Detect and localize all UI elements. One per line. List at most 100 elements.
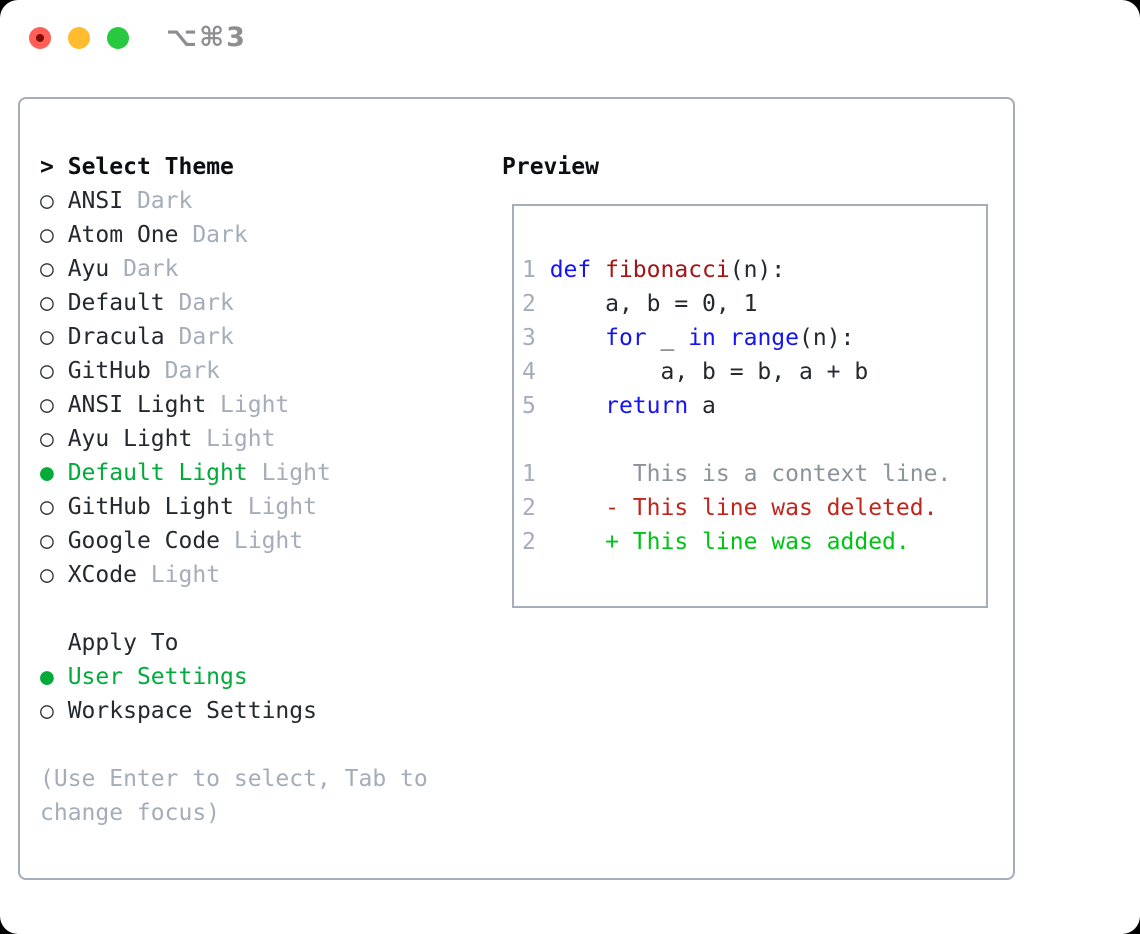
radio-icon: ○	[40, 562, 68, 588]
code-line: 2 a, b = 0, 1	[522, 287, 986, 321]
theme-variant: Dark	[109, 256, 179, 282]
theme-variant: Dark	[164, 324, 234, 350]
code-segment	[716, 325, 730, 351]
line-number: 2	[522, 495, 550, 521]
apply-to-option[interactable]: ○ Workspace Settings	[40, 694, 428, 728]
code-segment: a	[688, 393, 716, 419]
theme-option[interactable]: ○ XCode Light	[40, 558, 428, 592]
code-segment	[550, 393, 605, 419]
code-segment: (n):	[729, 257, 786, 283]
code-segment	[591, 257, 605, 283]
theme-name: Default Light	[67, 460, 248, 486]
radio-icon: ○	[40, 188, 68, 214]
code-segment: a, b = 0, 1	[549, 291, 758, 317]
line-number: 2	[522, 529, 550, 555]
code-line: 4 a, b = b, a + b	[522, 355, 986, 389]
code-line: 1 This is a context line.	[522, 457, 986, 491]
theme-variant: Light	[136, 562, 221, 588]
code-segment: - This line was deleted.	[549, 495, 938, 521]
theme-name: XCode	[67, 562, 137, 588]
code-segment: fibonacci	[605, 257, 730, 283]
select-theme-title: Select Theme	[67, 154, 234, 180]
code-line: 2 - This line was deleted.	[522, 491, 986, 525]
spacer	[40, 728, 428, 762]
theme-name: Atom One	[67, 222, 179, 248]
left-column: > Select Theme ○ ANSI Dark○ Atom One Dar…	[40, 150, 428, 830]
line-number: 1	[522, 257, 550, 283]
zoom-button[interactable]	[107, 27, 129, 49]
theme-variant: Light	[220, 528, 304, 554]
theme-picker-panel: > Select Theme ○ ANSI Dark○ Atom One Dar…	[18, 97, 1015, 880]
code-line: 3 for _ in range(n):	[522, 321, 986, 355]
theme-option[interactable]: ● Default Light Light	[40, 456, 428, 490]
select-theme-header: > Select Theme	[40, 150, 428, 184]
close-button[interactable]	[29, 27, 51, 49]
apply-to-option[interactable]: ● User Settings	[40, 660, 428, 694]
theme-variant: Dark	[123, 188, 193, 214]
theme-option[interactable]: ○ Dracula Dark	[40, 320, 428, 354]
radio-icon: ○	[40, 698, 68, 724]
line-number: 2	[522, 291, 550, 317]
theme-variant: Light	[247, 460, 331, 486]
line-number: 1	[522, 461, 550, 487]
theme-option[interactable]: ○ ANSI Light Light	[40, 388, 428, 422]
hint-line-2: change focus)	[40, 800, 221, 826]
theme-name: ANSI	[67, 188, 124, 214]
apply-to-title: Apply To	[67, 630, 179, 656]
minimize-button[interactable]	[68, 27, 90, 49]
radio-icon: ○	[40, 222, 68, 248]
theme-name: Dracula	[67, 324, 165, 350]
code-segment: return	[605, 393, 689, 419]
theme-name: GitHub Light	[67, 494, 234, 520]
code-segment	[550, 325, 605, 351]
radio-icon: ○	[40, 358, 68, 384]
theme-name: Ayu	[67, 256, 110, 282]
theme-name: Google Code	[67, 528, 221, 554]
line-number: 3	[522, 325, 550, 351]
line-number: 5	[522, 393, 550, 419]
theme-option[interactable]: ○ GitHub Light Light	[40, 490, 428, 524]
apply-target-name: User Settings	[67, 664, 248, 690]
radio-icon: ●	[40, 664, 68, 690]
theme-name: ANSI Light	[67, 392, 207, 418]
theme-option[interactable]: ○ GitHub Dark	[40, 354, 428, 388]
preview-title: Preview	[502, 154, 599, 180]
radio-icon: ○	[40, 426, 68, 452]
line-number: 4	[522, 359, 550, 385]
apply-to-list: ● User Settings○ Workspace Settings	[40, 660, 428, 728]
theme-option[interactable]: ○ Default Dark	[40, 286, 428, 320]
code-segment: + This line was added.	[549, 529, 910, 555]
radio-icon: ○	[40, 494, 68, 520]
theme-variant: Dark	[164, 290, 234, 316]
theme-variant: Dark	[178, 222, 248, 248]
cursor-marker: >	[40, 154, 54, 180]
code-segment: _	[646, 325, 689, 351]
radio-icon: ○	[40, 324, 68, 350]
apply-to-header: Apply To	[40, 626, 428, 660]
spacer	[40, 592, 428, 626]
code-line: 2 + This line was added.	[522, 525, 986, 559]
theme-name: Ayu Light	[67, 426, 193, 452]
theme-option[interactable]: ○ ANSI Dark	[40, 184, 428, 218]
theme-variant: Light	[233, 494, 317, 520]
radio-icon: ○	[40, 256, 68, 282]
radio-icon: ○	[40, 528, 68, 554]
theme-option[interactable]: ○ Google Code Light	[40, 524, 428, 558]
apply-target-name: Workspace Settings	[67, 698, 317, 724]
code-segment: in	[688, 325, 716, 351]
code-segment: range	[729, 325, 799, 351]
theme-name: Default	[67, 290, 165, 316]
theme-variant: Light	[192, 426, 276, 452]
theme-option[interactable]: ○ Ayu Light Light	[40, 422, 428, 456]
hint-line-1: (Use Enter to select, Tab to	[40, 766, 428, 792]
theme-option[interactable]: ○ Ayu Dark	[40, 252, 428, 286]
code-segment: This is a context line.	[549, 461, 952, 487]
radio-icon: ○	[40, 392, 68, 418]
theme-variant: Light	[206, 392, 290, 418]
theme-option[interactable]: ○ Atom One Dark	[40, 218, 428, 252]
code-segment: (n):	[799, 325, 855, 351]
code-segment: a, b = b, a + b	[549, 359, 869, 385]
